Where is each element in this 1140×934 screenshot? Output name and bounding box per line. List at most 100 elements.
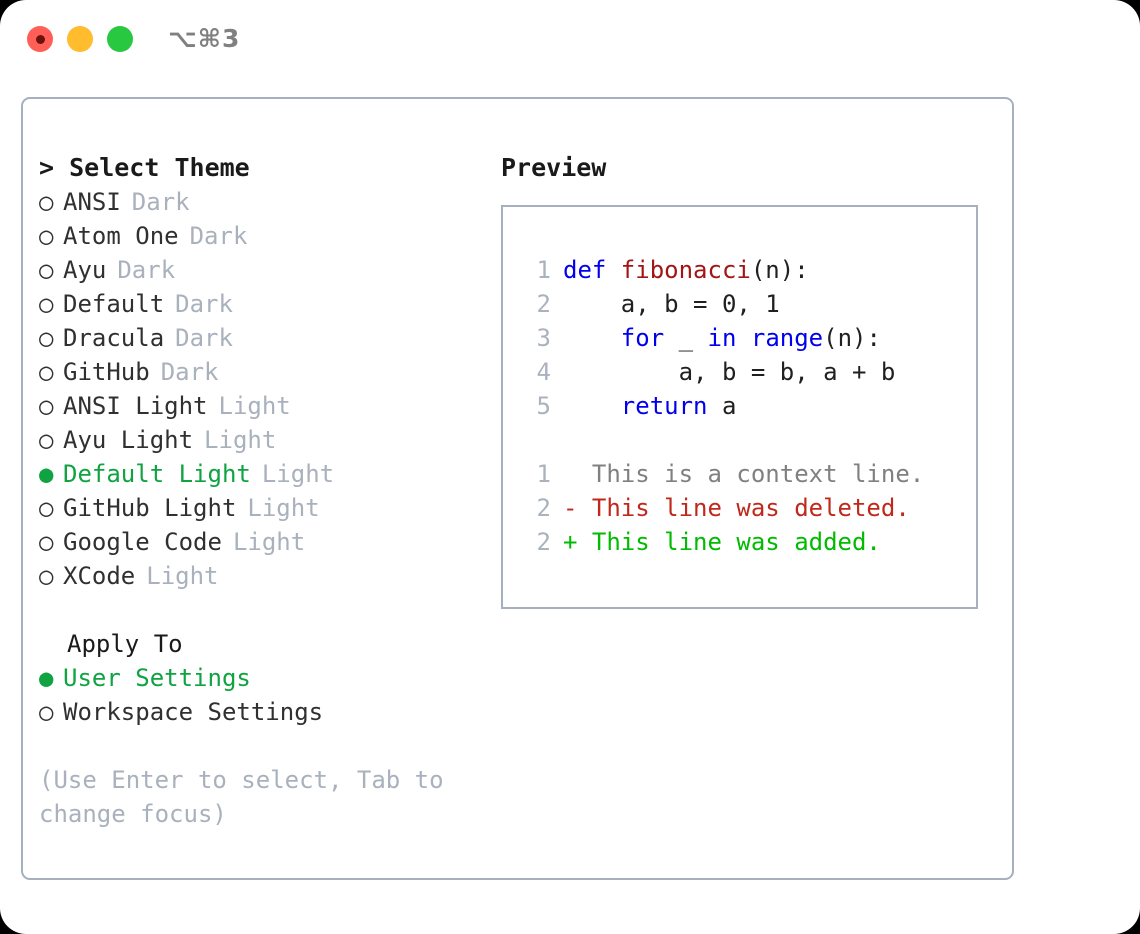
- keyboard-shortcut-label: ⌥⌘3: [168, 24, 241, 53]
- code-diff-spacer: [503, 423, 976, 457]
- theme-option-variant: Light: [232, 528, 306, 556]
- theme-option[interactable]: ● Default Light Light: [39, 457, 479, 491]
- radio-selected-icon: ●: [39, 664, 54, 692]
- theme-option-variant: Light: [261, 460, 335, 488]
- code-token: [563, 324, 621, 352]
- code-token: a, b = 0, 1: [563, 290, 780, 318]
- theme-option-label: Default: [63, 290, 165, 318]
- traffic-light-group: [27, 26, 133, 52]
- maximize-button[interactable]: [107, 26, 133, 52]
- radio-unselected-icon: ○: [39, 392, 54, 420]
- code-token: _: [664, 324, 708, 352]
- code-token: range: [750, 324, 824, 352]
- theme-option-label: Google Code: [63, 528, 222, 556]
- radio-unselected-icon: ○: [39, 256, 54, 284]
- code-token: for: [620, 324, 665, 352]
- theme-option-variant: Dark: [131, 188, 190, 216]
- apply-to-list[interactable]: ● User Settings ○Workspace Settings: [39, 661, 479, 729]
- title-bar: ⌥⌘3: [0, 0, 1140, 78]
- diff-line: 2- This line was deleted.: [503, 491, 976, 525]
- radio-unselected-icon: ○: [39, 426, 54, 454]
- radio-unselected-icon: ○: [39, 528, 54, 556]
- line-number: 3: [536, 324, 551, 352]
- theme-option[interactable]: ○ Atom One Dark: [39, 219, 479, 253]
- radio-unselected-icon: ○: [39, 222, 54, 250]
- line-number: 4: [536, 358, 551, 386]
- diff-line: 2 + This line was added.: [503, 525, 976, 559]
- theme-option[interactable]: ○ ANSI Light Light: [39, 389, 479, 423]
- theme-picker-title: > Select Theme: [39, 153, 250, 182]
- theme-option-label: Ayu: [63, 256, 107, 284]
- diff-line: 1 This is a context line.: [503, 457, 976, 491]
- code-line: 3 for _ in range(n):: [503, 321, 976, 355]
- code-token: a: [707, 392, 737, 420]
- theme-option-variant: Dark: [175, 290, 233, 318]
- apply-to-title: Apply To: [67, 630, 183, 658]
- radio-selected-icon: ●: [39, 460, 54, 488]
- line-number: 1: [536, 460, 551, 488]
- theme-option[interactable]: ○ XCode Light: [39, 559, 479, 593]
- theme-option-label: Default Light: [63, 460, 251, 488]
- line-number: 5: [536, 392, 551, 420]
- theme-option-variant: Light: [146, 562, 219, 590]
- radio-unselected-icon: ○: [39, 358, 54, 386]
- radio-unselected-icon: ○: [39, 494, 54, 522]
- theme-option-variant: Light: [218, 392, 291, 420]
- apply-to-option[interactable]: ○Workspace Settings: [39, 695, 479, 729]
- theme-option[interactable]: ○ Dracula Dark: [39, 321, 479, 355]
- radio-unselected-icon: ○: [39, 698, 54, 726]
- code-text: def fibonacci(n):: [563, 253, 809, 287]
- theme-option-label: XCode: [63, 562, 136, 590]
- diff-sample: 1 This is a context line.2- This line wa…: [503, 457, 976, 559]
- radio-unselected-icon: ○: [39, 290, 54, 318]
- apply-to-option-label: User Settings: [63, 664, 251, 692]
- radio-unselected-icon: ○: [39, 324, 54, 352]
- code-line: 2 a, b = 0, 1: [503, 287, 976, 321]
- diff-text: This is a context line.: [563, 460, 925, 488]
- radio-unselected-icon: ○: [39, 188, 54, 216]
- line-number: 2: [536, 528, 551, 556]
- minimize-button[interactable]: [67, 26, 93, 52]
- code-token: (n):: [823, 324, 881, 352]
- preview-title: Preview: [501, 153, 607, 182]
- code-token: [736, 324, 750, 352]
- theme-option-variant: Dark: [189, 222, 248, 250]
- theme-option-variant: Light: [247, 494, 320, 522]
- code-token: [563, 392, 621, 420]
- keyboard-hint-text: (Use Enter to select, Tab to change focu…: [39, 766, 459, 828]
- code-token: a, b = b, a + b: [563, 358, 896, 386]
- theme-option[interactable]: ○ Google Code Light: [39, 525, 479, 559]
- theme-option[interactable]: ○ Default Dark: [39, 287, 479, 321]
- code-text: for _ in range(n):: [563, 321, 881, 355]
- code-line: 5 return a: [503, 389, 976, 423]
- code-text: return a: [563, 389, 737, 423]
- radio-unselected-icon: ○: [39, 562, 54, 590]
- line-number: 2: [536, 494, 551, 522]
- theme-option-label: Atom One: [63, 222, 179, 250]
- theme-option-label: GitHub: [63, 358, 150, 386]
- line-number: 1: [536, 256, 551, 284]
- line-number: 2: [536, 290, 551, 318]
- apply-to-option[interactable]: ● User Settings: [39, 661, 479, 695]
- code-token: return: [620, 392, 708, 420]
- theme-option-label: Dracula: [63, 324, 165, 352]
- code-token: def: [563, 256, 621, 284]
- theme-option-label: ANSI Light: [63, 392, 208, 420]
- code-line: 1 def fibonacci(n):: [503, 253, 976, 287]
- code-text: a, b = b, a + b: [563, 355, 896, 389]
- close-button[interactable]: [27, 26, 53, 52]
- theme-option-variant: Dark: [175, 324, 233, 352]
- diff-text: + This line was added.: [563, 528, 881, 556]
- code-line: 4 a, b = b, a + b: [503, 355, 976, 389]
